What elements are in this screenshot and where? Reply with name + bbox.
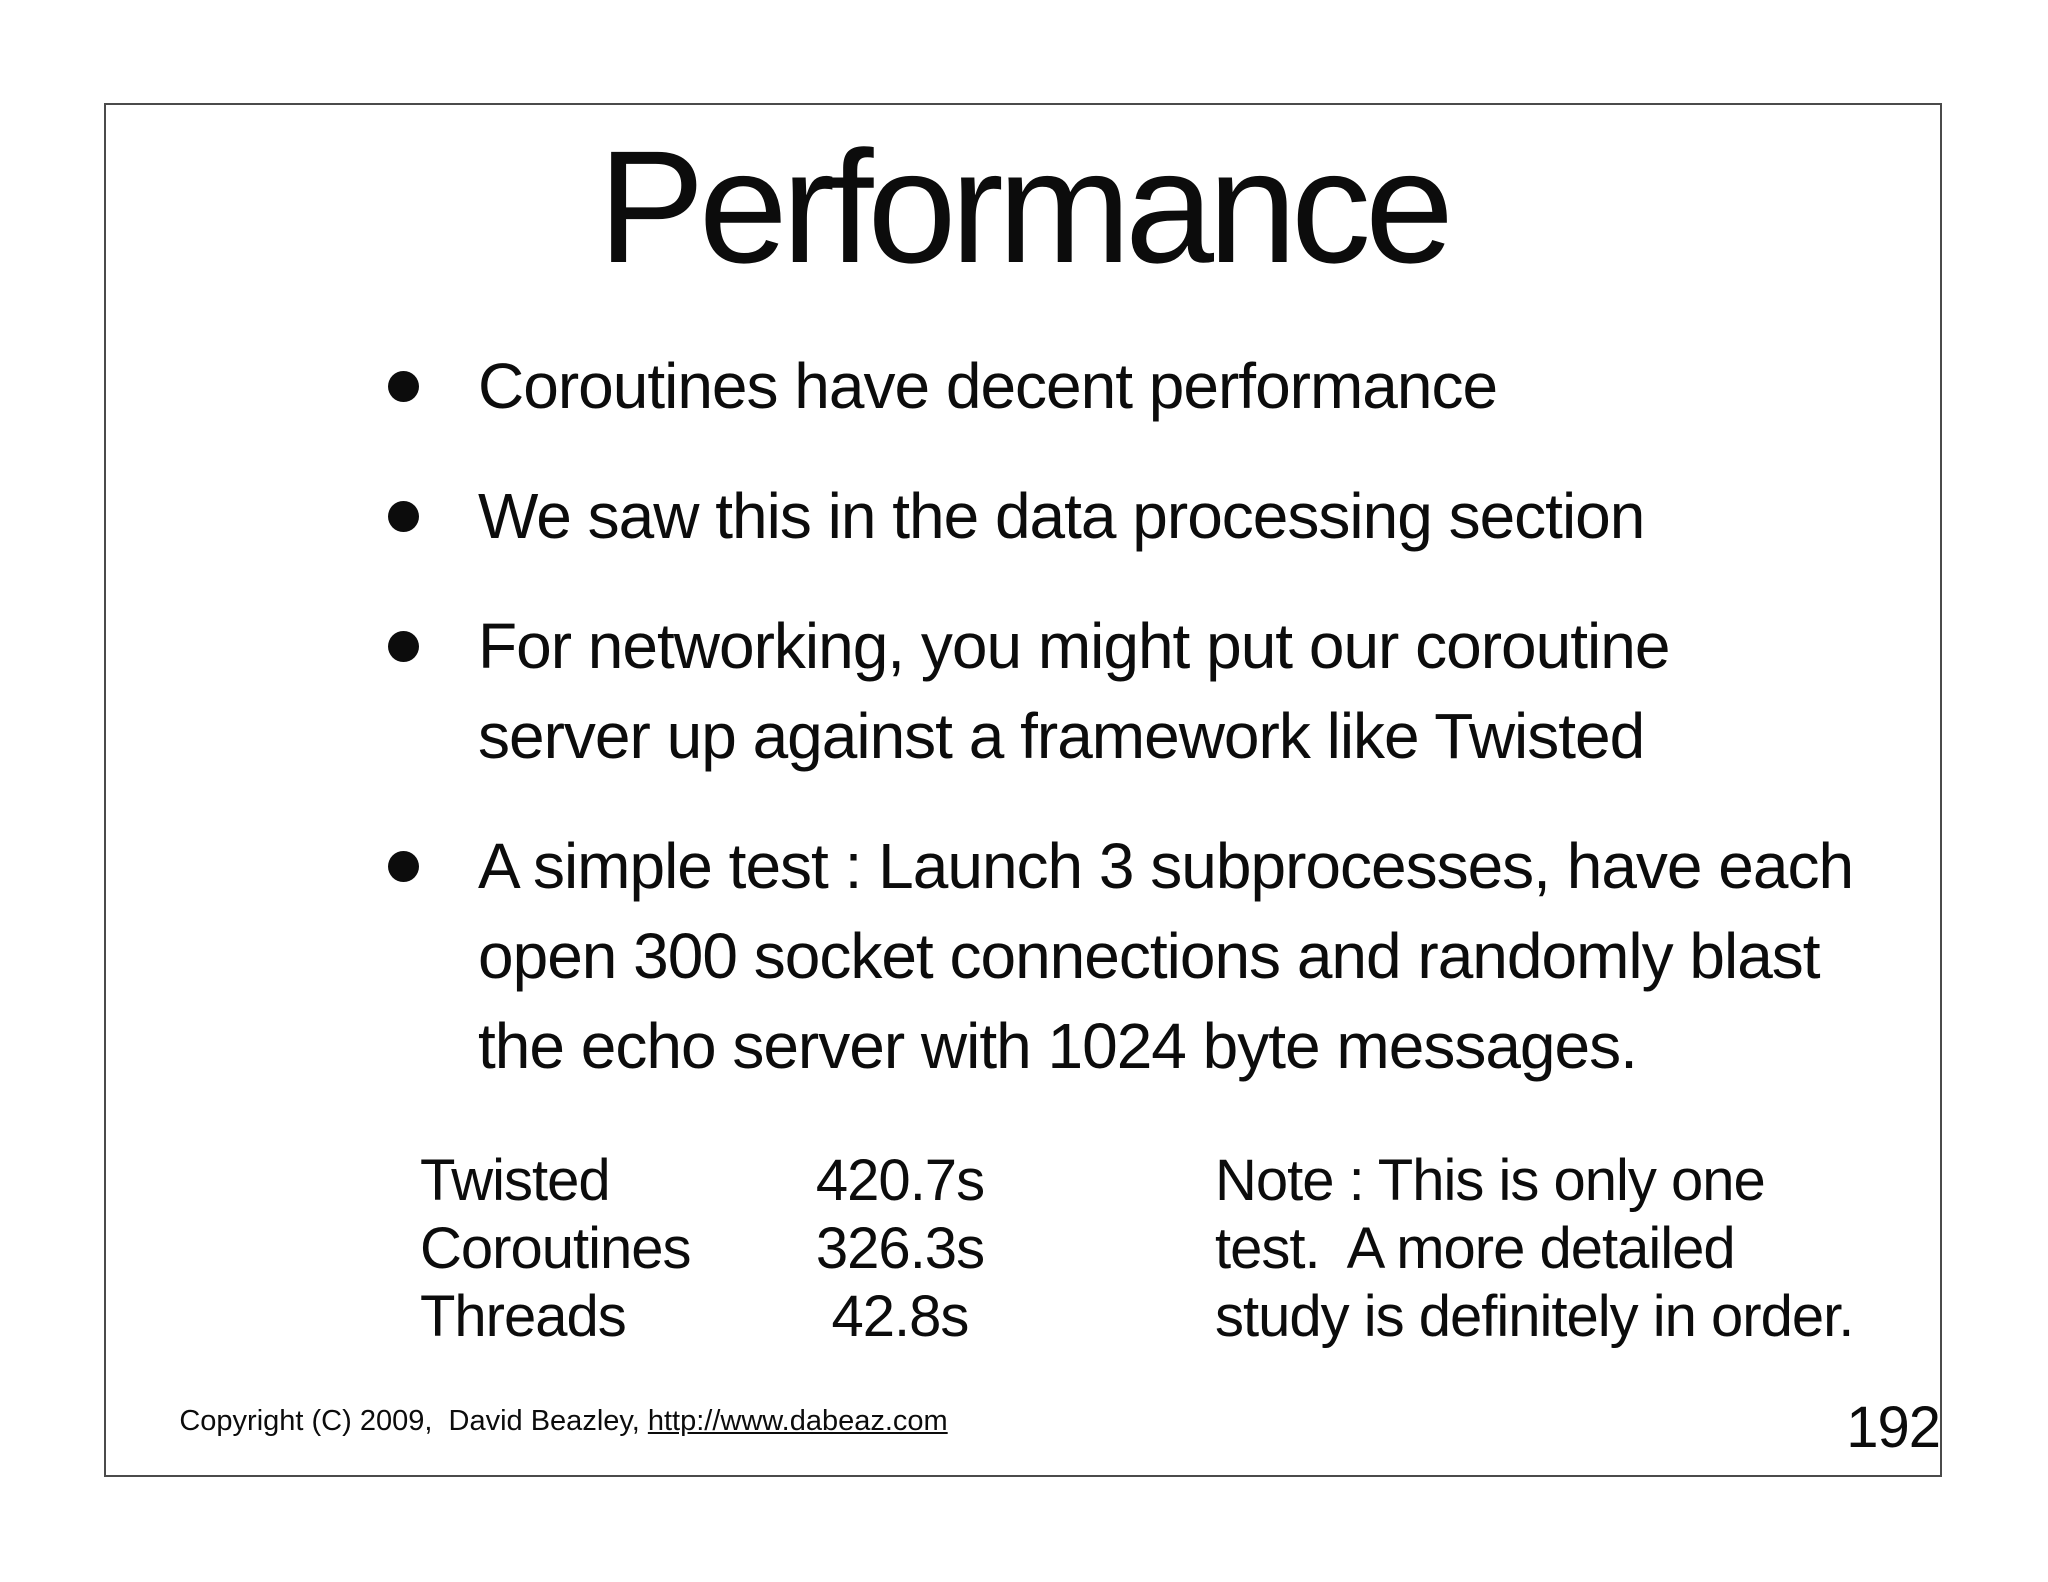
slide: Performance Coroutines have decent perfo… bbox=[104, 103, 1942, 1477]
page-number: 192 bbox=[1846, 1395, 1941, 1460]
note-text: Note : This is only one test. A more det… bbox=[1215, 1148, 1854, 1349]
bottom-section: Twisted 420.7s Coroutines 326.3s Threads… bbox=[106, 1147, 1940, 1467]
bullet-dot-icon bbox=[388, 501, 419, 532]
result-label: Coroutines bbox=[420, 1216, 691, 1281]
table-row: Twisted 420.7s bbox=[420, 1147, 1000, 1215]
result-label: Threads bbox=[420, 1284, 627, 1349]
bullet-item: Coroutines have decent performance bbox=[388, 341, 1880, 431]
bullet-item: For networking, you might put our corout… bbox=[388, 601, 1880, 781]
bullet-dot-icon bbox=[388, 631, 419, 662]
table-row: Threads 42.8s bbox=[420, 1283, 1000, 1351]
result-label: Twisted bbox=[420, 1148, 611, 1213]
bullet-dot-icon bbox=[388, 371, 419, 402]
bullet-text: For networking, you might put our corout… bbox=[478, 610, 1670, 772]
dabeaz-link[interactable]: http://www.dabeaz.com bbox=[647, 1405, 948, 1437]
bullet-text: Coroutines have decent performance bbox=[478, 350, 1498, 422]
copyright-footer: Copyright (C) 2009, David Beazley, http:… bbox=[131, 1372, 948, 1471]
bullet-item: A simple test : Launch 3 subprocesses, h… bbox=[388, 821, 1880, 1091]
copyright-text: Copyright (C) 2009, David Beazley, bbox=[179, 1405, 648, 1437]
bullet-text: We saw this in the data processing secti… bbox=[478, 480, 1645, 552]
bullet-list: Coroutines have decent performance We sa… bbox=[106, 341, 1940, 1091]
results-table: Twisted 420.7s Coroutines 326.3s Threads… bbox=[420, 1147, 1000, 1351]
bullet-item: We saw this in the data processing secti… bbox=[388, 471, 1880, 561]
table-row: Coroutines 326.3s bbox=[420, 1215, 1000, 1283]
bullet-dot-icon bbox=[388, 851, 419, 882]
bullet-text: A simple test : Launch 3 subprocesses, h… bbox=[478, 830, 1854, 1082]
slide-title: Performance bbox=[598, 117, 1454, 296]
result-value: 42.8s bbox=[831, 1284, 970, 1349]
result-value: 326.3s bbox=[815, 1216, 985, 1281]
result-value: 420.7s bbox=[815, 1148, 985, 1213]
